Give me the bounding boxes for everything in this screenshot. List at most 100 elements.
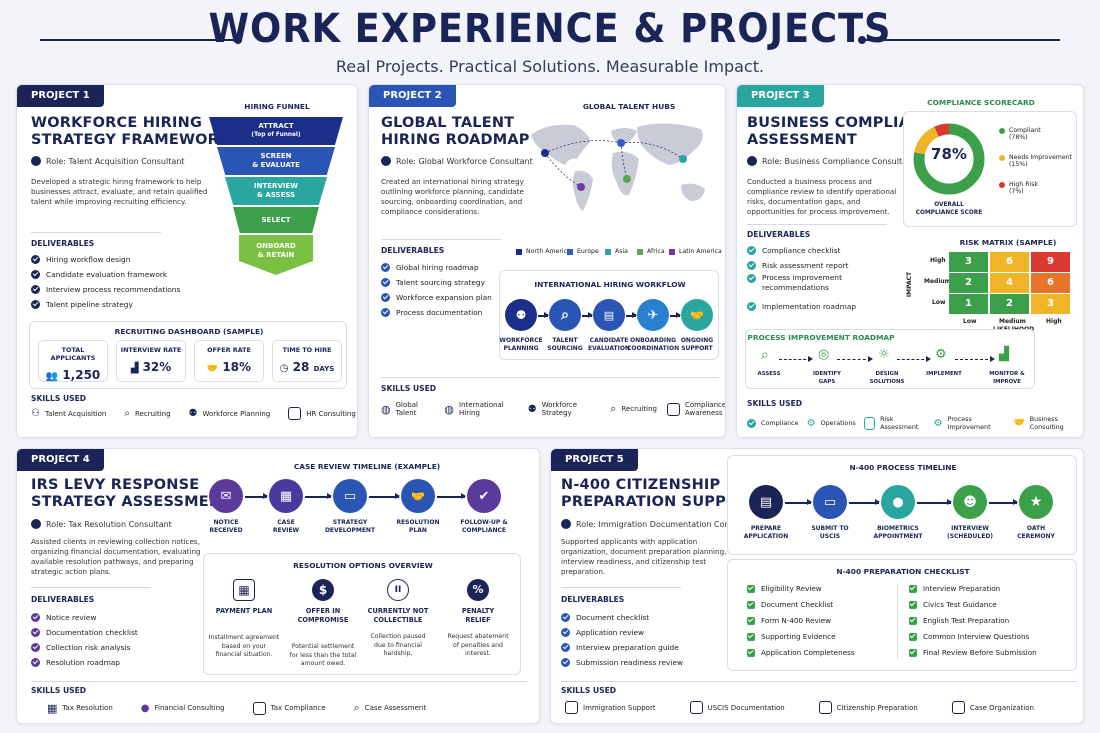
- risk-col-label: High: [1046, 318, 1062, 325]
- page-header: WORK EXPERIENCE & PROJECTS Real Projects…: [0, 0, 1100, 82]
- europe-shape: [611, 128, 637, 145]
- list-item-text: Risk assessment report: [762, 261, 849, 270]
- map-title: GLOBAL TALENT HUBS: [582, 102, 676, 111]
- document-icon: [252, 701, 266, 715]
- skill-item: ⚉Workforce Strategy: [528, 401, 601, 417]
- score-legend-item: Compliant(78%): [999, 127, 1041, 141]
- kpi-label: TOTAL APPLICANTS: [50, 346, 96, 362]
- role-text: Role: Talent Acquisition Consultant: [46, 156, 185, 166]
- label-line: APPOINTMENT: [873, 533, 923, 540]
- option-title-line: CURRENTLY NOT: [367, 607, 429, 615]
- risk-cell: 6: [1031, 273, 1070, 293]
- list-item: Workforce expansion plan: [381, 290, 492, 305]
- globe-icon: ◍: [381, 402, 391, 416]
- funnel-stage: INTERVIEW& ASSESS: [225, 177, 327, 205]
- list-item-text: Collection risk analysis: [46, 643, 131, 652]
- skill-text: HR Consulting: [306, 409, 356, 418]
- north-america-shape: [531, 124, 591, 165]
- check-icon: [381, 263, 390, 272]
- label-line: REVIEW: [272, 527, 300, 534]
- timeline-title: CASE REVIEW TIMELINE (EXAMPLE): [293, 462, 441, 471]
- kpi-number: 32%: [142, 360, 172, 374]
- check-icon: [31, 300, 40, 309]
- legend-label: High Risk: [1009, 181, 1039, 188]
- divider: [31, 232, 161, 233]
- scorecard-title: COMPLIANCE SCORECARD: [927, 98, 1035, 107]
- list-item-text: Candidate evaluation framework: [46, 270, 168, 279]
- flow-arrow: [917, 499, 952, 505]
- flow-arrow: [989, 499, 1018, 505]
- hub-pin-africa: [623, 175, 631, 183]
- legend-label: Needs Improvement: [1009, 154, 1072, 161]
- kpi-number: 18%: [222, 360, 252, 374]
- check-icon: [561, 643, 570, 652]
- project-5-card: PROJECT 5 N-400 CITIZENSHIP PREPARATION …: [550, 448, 1084, 724]
- users-icon: 👥: [45, 371, 59, 382]
- legend-swatch: [516, 248, 522, 255]
- skill-item: Case Organization: [951, 701, 1034, 714]
- label-line: IMPROVE: [993, 379, 1021, 385]
- check-icon: [31, 270, 40, 279]
- list-item-text: Resolution roadmap: [46, 658, 121, 667]
- list-item-text: Document checklist: [576, 613, 650, 622]
- label-line: ONBOARDING: [629, 337, 677, 344]
- asia-shape: [637, 123, 703, 165]
- deliverables-list: Global hiring roadmap Talent sourcing st…: [381, 260, 492, 320]
- skill-item: USCIS Documentation: [689, 701, 785, 714]
- clock-icon: ◷: [279, 363, 289, 374]
- title-line-2: ASSESSMENT: [747, 132, 857, 148]
- timeline-step-label: FOLLOW-UP &COMPLIANCE: [455, 519, 513, 535]
- funnel-label: ATTRACT: [258, 122, 294, 130]
- check-icon: [31, 643, 40, 652]
- checkbox-icon: [909, 600, 917, 609]
- project-title: IRS LEVY RESPONSE STRATEGY ASSESSMENT: [31, 477, 231, 511]
- flow-arrow: [305, 493, 332, 499]
- skill-item: ▦Tax Resolution: [47, 702, 113, 715]
- divider: [561, 681, 1077, 682]
- flow-arrow: [670, 312, 681, 318]
- option-desc-line: Request abatement: [447, 633, 509, 640]
- handshake-icon: 🤝: [401, 479, 435, 513]
- label-line: CANDIDATE: [589, 337, 629, 344]
- skill-text: Process Improvement: [947, 415, 991, 431]
- user-icon: [561, 519, 571, 529]
- label-line: PREPARE: [750, 525, 782, 532]
- list-item-text: Implementation roadmap: [762, 302, 857, 311]
- title-line-2: PREPARATION SUPPORT: [561, 494, 760, 510]
- dashboard-title: RECRUITING DASHBOARD (SAMPLE): [114, 327, 264, 336]
- search-icon: ⌕: [761, 347, 769, 363]
- list-item-text: Process documentation: [396, 308, 483, 317]
- label-line: ONGOING: [680, 337, 714, 344]
- funnel-stage: ONBOARD& RETAIN: [239, 235, 313, 275]
- funnel-sublabel: & RETAIN: [257, 251, 295, 259]
- deliverables-title: DELIVERABLES: [381, 246, 445, 255]
- connection-line: [620, 142, 684, 160]
- skill-text: Tax Compliance: [270, 704, 326, 712]
- list-item: Compliance checklist: [747, 243, 856, 258]
- kpi-total-applicants: TOTAL APPLICANTS👥 1,250: [38, 340, 108, 382]
- star-icon: ★: [1019, 485, 1053, 519]
- list-item: Process improvement recommendations: [747, 273, 856, 299]
- kpi-label: INTERVIEW RATE: [120, 346, 182, 354]
- check-icon: [31, 613, 40, 622]
- project-3-card: PROJECT 3 BUSINESS COMPLIANCE ASSESSMENT…: [736, 84, 1084, 438]
- kpi-label: TIME TO HIRE: [282, 346, 332, 354]
- check-icon: [31, 628, 40, 637]
- list-item-text: Talent pipeline strategy: [46, 300, 133, 309]
- score-legend-item: High Risk(7%): [999, 181, 1038, 195]
- skill-text: Business Consulting: [1029, 415, 1064, 431]
- kpi-value: 🤝 18%: [195, 360, 263, 374]
- skill-item: ⚙Operations: [807, 418, 856, 429]
- user-icon: [747, 156, 757, 166]
- dollar-icon: $: [312, 579, 334, 601]
- option-desc-line: financial situation.: [215, 651, 273, 658]
- handshake-icon: 🤝: [1013, 418, 1025, 428]
- skill-text: Global Talent: [395, 401, 418, 417]
